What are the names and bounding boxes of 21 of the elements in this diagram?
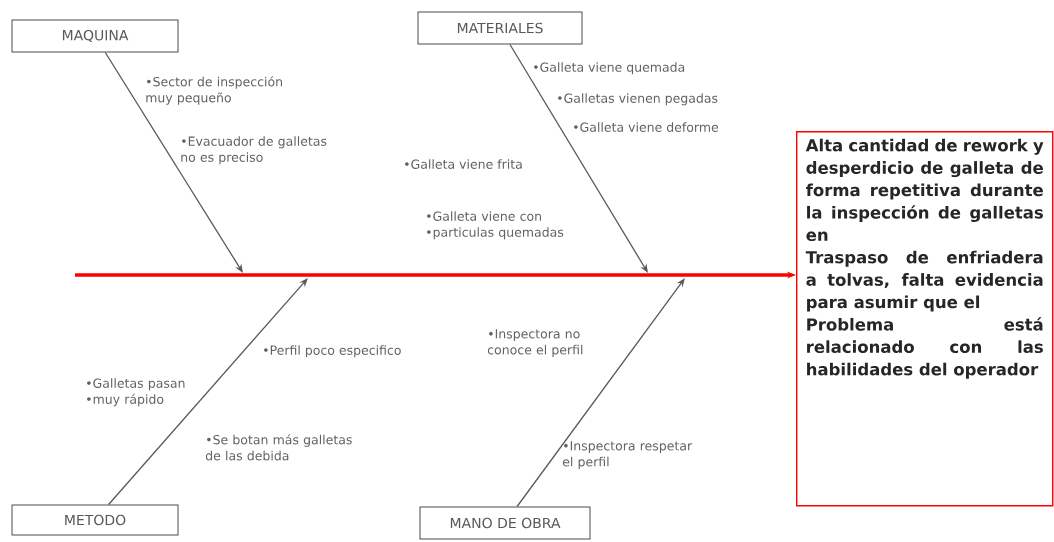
bone-arrow [509, 43, 648, 273]
bone-arrow [107, 278, 308, 506]
category-box: MATERIALES [417, 11, 583, 45]
cause-text: •Galleta viene deforme [574, 122, 719, 132]
cause-text: •Galleta viene frita [405, 159, 522, 169]
category-box: MAQUINA [11, 19, 179, 53]
cause-text: •Se botan más galletas de las debida [205, 434, 352, 461]
cause-text: •Inspectora no conoce el perfil [487, 329, 583, 357]
cause-text: •Perfil poco especifico [264, 345, 401, 358]
cause-text: •Galletas vienen pegadas [558, 93, 718, 106]
cause-text: •Galleta viene con •particulas quemadas [427, 211, 564, 240]
cause-text: •Evacuador de galletas no es preciso [181, 136, 327, 165]
category-box: METODO [11, 504, 179, 536]
cause-text: •Inspectora respetar el perfil [562, 441, 693, 469]
effect-box: Alta cantidad de rework y desperdicio de galleta de forma repetitiva durante la inspección de galletas en Traspaso de enfriadera a tolvas, falta evidencia para asumir que el Problema está relacionado con las habilidades del operador [796, 131, 1054, 507]
cause-text: •Galleta viene quemada [534, 62, 685, 75]
bone-arrow [104, 51, 243, 273]
cause-text: •Sector de inspección muy pequeño [146, 76, 282, 105]
bone-arrow [516, 278, 685, 508]
cause-text: •Galletas pasan •muy rápido [87, 378, 185, 407]
category-box: MANO DE OBRA [419, 506, 591, 540]
